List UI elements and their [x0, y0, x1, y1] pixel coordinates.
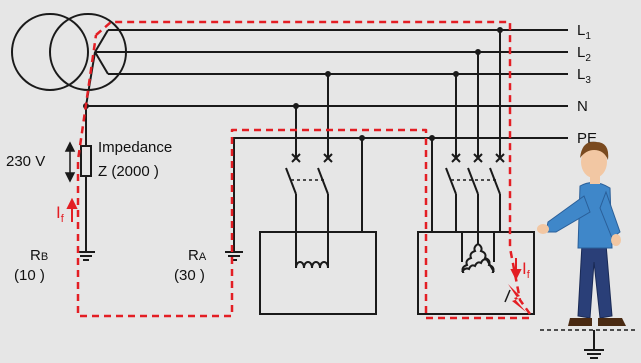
person-icon — [537, 141, 638, 359]
ground-icon — [225, 251, 243, 261]
label-l1: L1 — [577, 22, 591, 42]
voltage-label: 230 V — [6, 153, 45, 170]
single-phase-switch — [285, 74, 363, 268]
coil-icon — [295, 261, 329, 269]
three-phase-load-enclosure — [417, 231, 535, 315]
voltage-arrow — [64, 141, 76, 183]
fault-current-label-right: If — [522, 259, 531, 281]
impedance-value: Z (2000 ) — [98, 163, 159, 180]
rb-label: RB — [30, 247, 48, 264]
label-l3: L3 — [577, 66, 591, 86]
junction-dots — [83, 27, 503, 141]
ra-value: (30 ) — [174, 267, 205, 284]
single-phase-load-enclosure — [259, 231, 377, 315]
ground-icon — [77, 251, 95, 261]
impedance-label: Impedance — [98, 139, 172, 156]
fault-current-arrow-right — [510, 258, 522, 281]
impedance-resistor — [80, 145, 92, 177]
three-phase-switch — [431, 30, 505, 262]
label-n: N — [577, 98, 588, 115]
delta-coil-icon — [461, 243, 495, 273]
line-pe — [233, 137, 568, 252]
fault-current-path — [76, 20, 532, 320]
rb-value: (10 ) — [14, 267, 45, 284]
spark-icon — [504, 284, 526, 312]
fault-current-label-left: If — [56, 203, 65, 225]
fault-current-arrow-left — [66, 197, 78, 222]
ra-label: RA — [188, 247, 207, 264]
transformer-icon — [11, 13, 127, 107]
label-l2: L2 — [577, 44, 591, 64]
